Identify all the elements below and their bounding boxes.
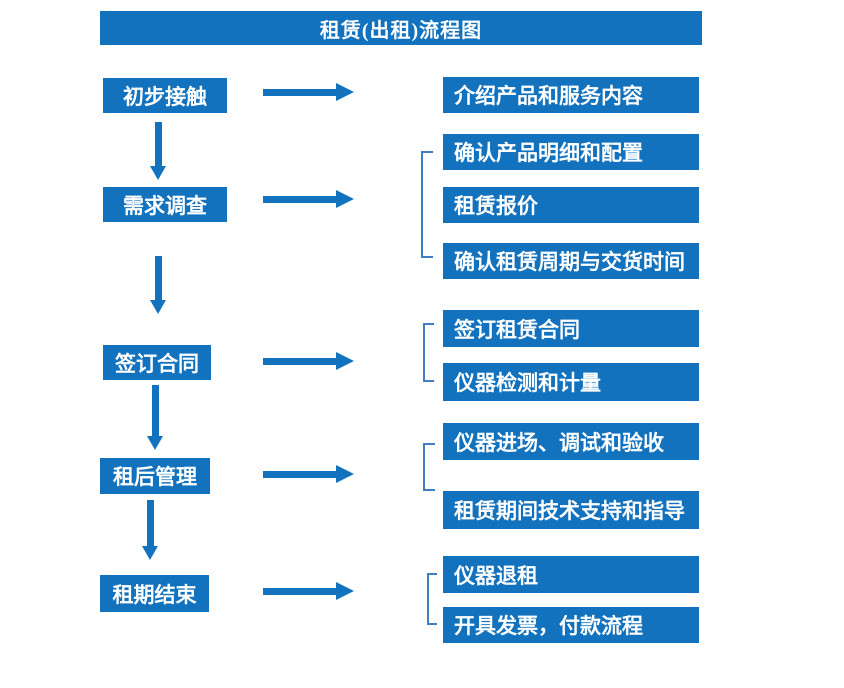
- diagram-title: 租赁(出租)流程图: [100, 11, 702, 45]
- step-box-initial-contact: 初步接触: [103, 78, 227, 113]
- detail-box-invoice-payment: 开具发票，付款流程: [443, 607, 699, 643]
- step-box-sign-contract: 签订合同: [103, 345, 211, 380]
- step-box-rental-end: 租期结束: [100, 575, 209, 612]
- bracket-rental-end-group: [427, 573, 437, 625]
- detail-box-instrument-entry-acceptance: 仪器进场、调试和验收: [443, 423, 699, 460]
- detail-box-introduce-products: 介绍产品和服务内容: [443, 77, 699, 113]
- step-box-post-rental-management: 租后管理: [100, 458, 210, 494]
- detail-box-instrument-testing: 仪器检测和计量: [443, 363, 699, 401]
- step-box-demand-survey: 需求调查: [103, 187, 227, 222]
- bracket-demand-survey-group: [421, 151, 433, 258]
- detail-box-instrument-return: 仪器退租: [443, 556, 699, 593]
- detail-box-confirm-period-delivery: 确认租赁周期与交货时间: [443, 243, 699, 279]
- detail-box-tech-support: 租赁期间技术支持和指导: [443, 491, 699, 529]
- detail-box-rental-quote: 租赁报价: [443, 187, 699, 223]
- detail-box-sign-rental-contract: 签订租赁合同: [443, 310, 699, 347]
- bracket-sign-contract-group: [423, 323, 434, 382]
- bracket-post-rental-group: [423, 443, 435, 491]
- detail-box-confirm-product-config: 确认产品明细和配置: [443, 134, 699, 170]
